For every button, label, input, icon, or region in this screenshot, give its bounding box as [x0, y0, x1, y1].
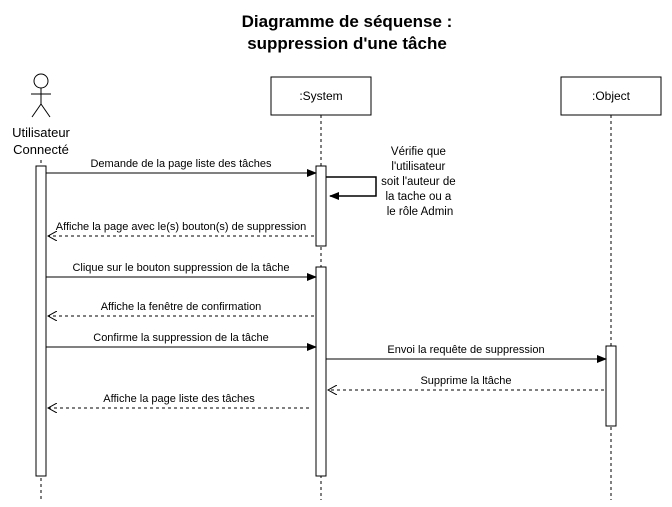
actor-label-line-2: Connecté [13, 142, 69, 157]
diagram-title-line-2: suppression d'une tâche [247, 34, 447, 53]
object-participant-label: :Object [592, 89, 631, 103]
self-message-note: Vérifie que l'utilisateur soit l'auteur … [381, 146, 459, 218]
self-note-line-2: l'utilisateur [391, 161, 445, 173]
object-participant-box [560, 76, 662, 116]
self-note-line-1: Vérifie que [391, 146, 446, 158]
message-label-7: Supprime la ltâche [420, 375, 511, 387]
self-note-line-3: soit l'auteur de [381, 176, 455, 188]
self-note-line-4: la tache ou a [385, 191, 451, 203]
actor-activation-bar [35, 165, 47, 477]
message-label-8: Affiche la page liste des tâches [103, 393, 255, 405]
object-activation-bar [605, 345, 617, 427]
self-note-line-5: le rôle Admin [387, 206, 453, 218]
message-label-2: Affiche la page avec le(s) bouton(s) de … [56, 221, 307, 233]
system-participant-label: :System [299, 89, 342, 103]
message-label-4: Affiche la fenêtre de confirmation [101, 301, 262, 313]
system-activation-bar-2 [315, 266, 327, 477]
diagram-title-line-1: Diagramme de séquense : [242, 12, 453, 31]
message-label-5: Confirme la suppression de la tâche [93, 332, 268, 344]
system-participant-box [270, 76, 372, 116]
self-message-arrow [326, 176, 377, 200]
actor-user-icon [31, 73, 51, 118]
system-activation-bar-1 [315, 165, 327, 247]
actor-label-line-1: Utilisateur [12, 125, 70, 140]
message-label-1: Demande de la page liste des tâches [90, 158, 272, 170]
message-label-3: Clique sur le bouton suppression de la t… [72, 262, 289, 274]
message-label-6: Envoi la requête de suppression [387, 344, 544, 356]
